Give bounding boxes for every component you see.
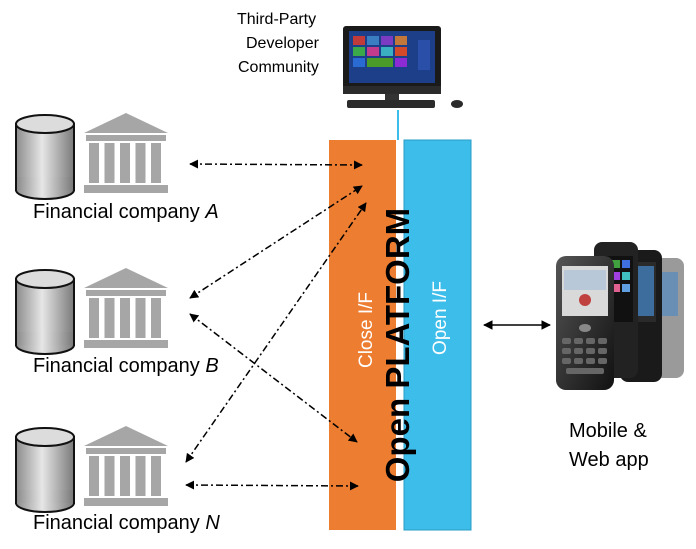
company-n-suffix: N xyxy=(205,512,220,534)
desktop-computer-icon xyxy=(343,26,463,108)
open-if-panel xyxy=(403,139,472,531)
company-a-name: Financial company xyxy=(33,201,205,223)
bank-building-icon xyxy=(84,268,168,348)
database-icon xyxy=(15,114,75,200)
bank-building-icon xyxy=(84,113,168,193)
database-icon xyxy=(15,427,75,513)
database-icon xyxy=(15,269,75,355)
developer-label-line1: Third-Party xyxy=(237,11,316,28)
company-n-name: Financial company xyxy=(33,512,205,534)
bank-building-icon xyxy=(84,426,168,506)
mobile-label-line1: Mobile & xyxy=(569,420,647,442)
company-b-suffix: B xyxy=(205,355,218,377)
close-if-label: Close I/F xyxy=(356,292,377,368)
company-b-label: Financial company B xyxy=(33,355,219,377)
company-b-name: Financial company xyxy=(33,355,205,377)
smartphones-icon xyxy=(556,242,684,390)
platform-title: Open PLATFORM xyxy=(379,208,416,482)
developer-label-line3: Community xyxy=(238,59,319,76)
developer-label-line2: Developer xyxy=(246,35,320,52)
mobile-label-line2: Web app xyxy=(569,449,649,471)
company-a-label: Financial company A xyxy=(33,201,219,223)
company-a-suffix: A xyxy=(204,201,218,223)
open-if-label: Open I/F xyxy=(430,281,451,355)
company-n-label: Financial company N xyxy=(33,512,220,534)
arrow-a-to-platform xyxy=(189,159,363,170)
arrow-n-to-platform xyxy=(185,480,359,491)
